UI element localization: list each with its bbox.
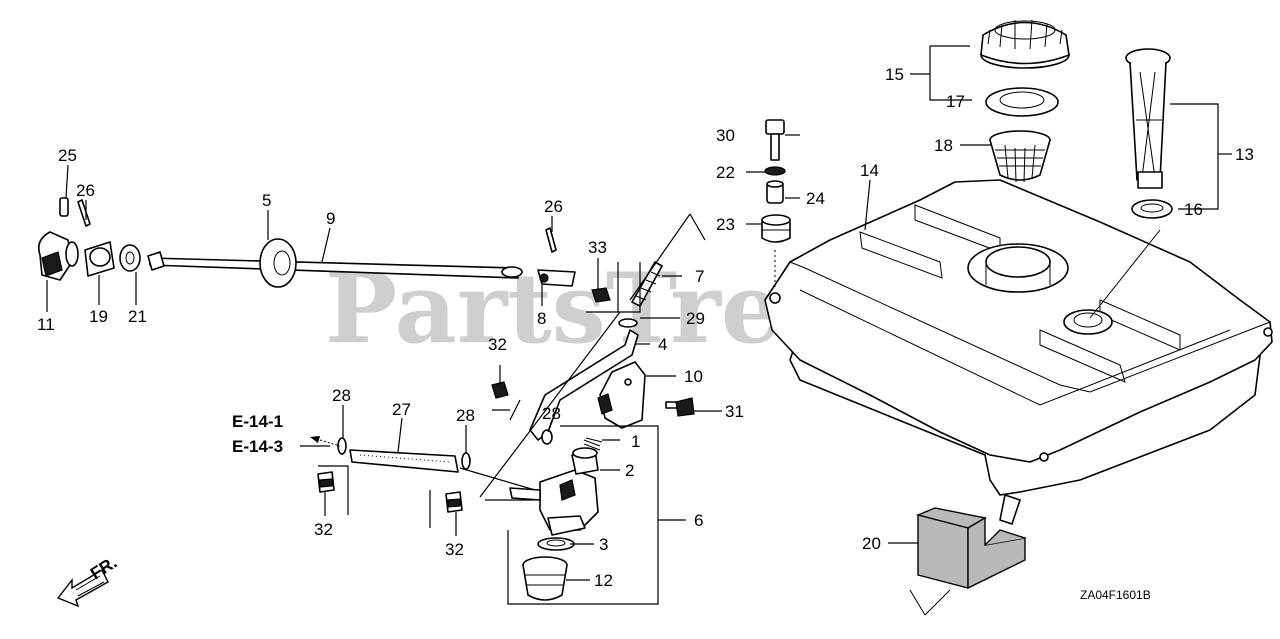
callout-17: 17	[946, 92, 965, 111]
callout-12: 12	[594, 571, 613, 590]
callout-14: 14	[860, 161, 879, 180]
tube-clip-33[interactable]	[591, 287, 611, 303]
tube-clamp-32a[interactable]	[491, 381, 509, 399]
callout-23: 23	[716, 215, 735, 234]
callout-18: 18	[934, 136, 953, 155]
fuel-cup[interactable]	[522, 556, 568, 601]
callout-22: 22	[716, 163, 735, 182]
knob-pin[interactable]	[59, 197, 69, 217]
callout-27: 27	[392, 400, 411, 419]
callout-19: 19	[89, 307, 108, 326]
bracket-screw[interactable]	[665, 397, 695, 417]
callout-28b: 28	[456, 406, 475, 425]
callout-32b: 32	[314, 520, 333, 539]
callout-7: 7	[695, 267, 704, 286]
fuel-gauge-gasket[interactable]	[1131, 199, 1173, 219]
callout-11: 11	[37, 315, 55, 334]
callout-32c: 32	[445, 540, 464, 559]
tube-clamp-32c[interactable]	[445, 491, 463, 513]
spring-pin[interactable]	[77, 199, 91, 227]
front-direction-arrow: FR.	[56, 553, 120, 608]
fuel-valve-body[interactable]	[509, 469, 599, 536]
callout-2: 2	[625, 461, 634, 480]
fuel-valve-knob[interactable]	[37, 231, 79, 281]
callout-26b: 26	[544, 197, 563, 216]
reference-arrow	[310, 436, 341, 447]
cup-gasket[interactable]	[537, 537, 575, 551]
callout-3: 3	[599, 535, 608, 554]
washer-21[interactable]	[119, 244, 141, 272]
callout-24: 24	[806, 189, 825, 208]
callout-31: 31	[725, 402, 744, 421]
callout-9: 9	[326, 209, 335, 228]
callout-29: 29	[686, 309, 705, 328]
reference-e-14-3[interactable]: E-14-3	[232, 437, 283, 456]
callout-28a: 28	[332, 386, 351, 405]
callout-21: 21	[128, 307, 147, 326]
tube-clip-28a[interactable]	[337, 437, 347, 455]
rod-grommet[interactable]	[259, 238, 297, 288]
tank-cushion[interactable]	[909, 507, 1026, 616]
callout-30: 30	[716, 126, 735, 145]
reference-e-14-1[interactable]: E-14-1	[232, 412, 283, 431]
callout-labels: 1 2 3 4 5 6 7 8 9 10 11 12 13 14 15 16 1…	[37, 65, 1254, 590]
callout-10: 10	[684, 367, 703, 386]
joint-pin[interactable]	[545, 227, 557, 253]
fuel-valve-bracket[interactable]	[597, 361, 646, 429]
diagram-code: ZA04F1601B	[1080, 588, 1151, 602]
callout-33: 33	[588, 238, 607, 257]
callout-28c: 28	[542, 404, 561, 423]
callout-1: 1	[631, 432, 640, 451]
tube-clip-28b[interactable]	[461, 452, 471, 470]
fuel-strainer[interactable]	[989, 130, 1051, 183]
fuel-gauge[interactable]	[1125, 48, 1171, 189]
filler-cap[interactable]	[980, 19, 1070, 69]
flange-bolt[interactable]	[765, 119, 785, 161]
hose-clip-29[interactable]	[618, 318, 638, 328]
nut[interactable]	[84, 241, 115, 277]
callout-26a: 26	[76, 181, 95, 200]
callout-20: 20	[862, 534, 881, 553]
callout-15: 15	[885, 65, 904, 84]
callout-16: 16	[1184, 200, 1203, 219]
mounting-rubber[interactable]	[761, 214, 791, 243]
callout-13: 13	[1235, 145, 1254, 164]
callout-5: 5	[262, 191, 271, 210]
valve-spring[interactable]	[583, 437, 603, 451]
callout-4: 4	[658, 335, 667, 354]
fuel-valve-lever[interactable]	[571, 447, 599, 475]
callout-32a: 32	[488, 335, 507, 354]
washer[interactable]	[764, 166, 786, 176]
filler-cap-gasket[interactable]	[985, 87, 1059, 117]
callout-25: 25	[58, 146, 77, 165]
tube-clip-28c[interactable]	[541, 429, 553, 445]
callout-6: 6	[694, 511, 703, 530]
fuel-valve-rod[interactable]	[147, 251, 523, 279]
leader-lines	[46, 45, 1232, 605]
tube-clamp-32b[interactable]	[317, 471, 335, 493]
callout-8: 8	[537, 309, 546, 328]
rod-joint[interactable]	[537, 269, 576, 287]
collar[interactable]	[766, 180, 784, 204]
fuel-tube-27[interactable]	[349, 449, 459, 473]
fuel-tank[interactable]	[764, 179, 1273, 525]
